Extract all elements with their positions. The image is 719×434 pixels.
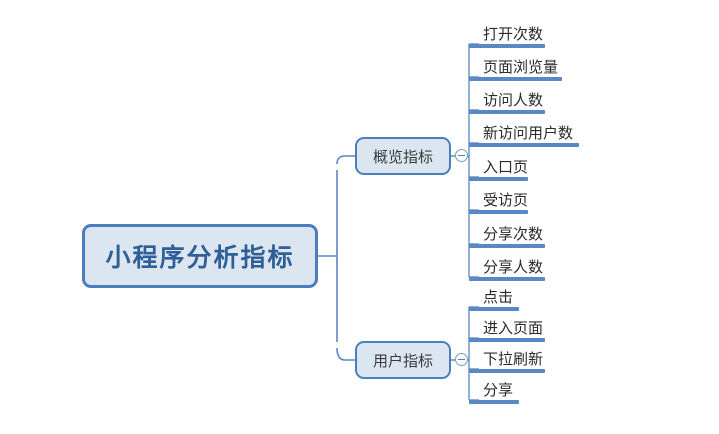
leaf-item-label: 受访页 <box>483 191 529 209</box>
leaf-item-label: 打开次数 <box>483 25 544 43</box>
leaf-item-underline <box>469 244 545 248</box>
leaf-item-label: 新访问用户数 <box>483 124 574 142</box>
leaf-item-label: 分享人数 <box>483 258 544 276</box>
leaf-item-label: 进入页面 <box>483 319 544 337</box>
trunk-to-branch-0 <box>336 155 355 165</box>
root-node[interactable]: 小程序分析指标 <box>82 224 318 288</box>
leaf-item-label: 入口页 <box>483 158 529 176</box>
leaf-item-underline <box>469 277 545 281</box>
leaf-item-label: 分享次数 <box>483 225 544 243</box>
branch-node-label: 用户指标 <box>372 351 433 370</box>
branch-node-label: 概览指标 <box>372 147 433 166</box>
leaf-item-label: 下拉刷新 <box>483 350 544 368</box>
leaf-item-label: 点击 <box>483 288 514 306</box>
leaf-item-label: 访问人数 <box>483 91 544 109</box>
collapse-minus-icon[interactable] <box>455 353 468 366</box>
leaf-item-underline <box>469 110 545 114</box>
trunk-to-branch-1 <box>336 347 355 361</box>
leaf-item-underline <box>469 77 562 81</box>
leaf-item-underline <box>469 400 519 404</box>
leaf-item-underline <box>469 307 519 311</box>
leaf-item-underline <box>469 210 528 214</box>
root-node-label: 小程序分析指标 <box>105 243 295 272</box>
leaf-item-underline <box>469 177 528 181</box>
leaf-item-label: 页面浏览量 <box>483 58 559 76</box>
branch-node-user[interactable]: 用户指标 <box>355 341 451 379</box>
collapse-minus-icon[interactable] <box>455 149 468 162</box>
leaf-item-underline <box>469 44 545 48</box>
leaf-item-underline <box>469 369 545 373</box>
leaf-item-underline <box>469 143 579 147</box>
leaf-item-underline <box>469 338 545 342</box>
leaf-item-label: 分享 <box>483 381 514 399</box>
branch-node-overview[interactable]: 概览指标 <box>355 137 451 175</box>
